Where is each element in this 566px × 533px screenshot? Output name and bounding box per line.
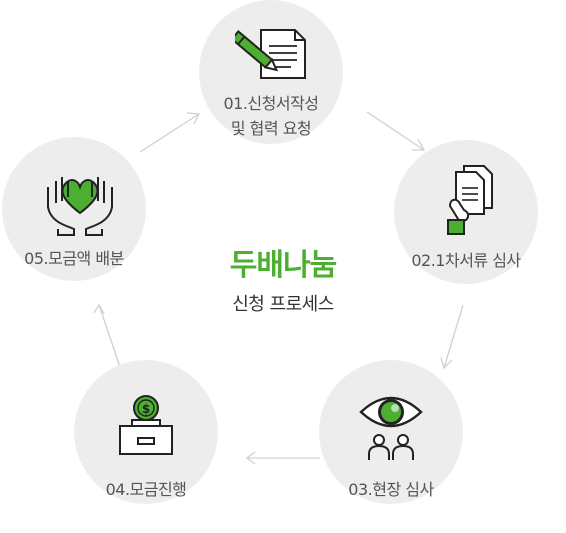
coin-donation-box-icon: $ [119, 395, 173, 455]
arrow-1-to-2 [366, 111, 425, 151]
svg-text:$: $ [142, 402, 150, 416]
arrowhead-2-to-3 [440, 356, 453, 370]
arrow-2-to-3 [443, 304, 464, 369]
arrow-5-to-1 [139, 113, 200, 153]
arrowhead-4-to-5 [93, 303, 105, 315]
step-1-label-line-2: 및 협력 요청 [230, 119, 312, 138]
step-1-label-line-1: 01.신청서작성 [223, 94, 319, 113]
arrow-4-to-5 [98, 304, 121, 368]
center-title: 두배나눔 [229, 248, 337, 283]
hand-holding-document-icon [447, 165, 493, 235]
arrowhead-1-to-2 [412, 138, 426, 151]
step-5-circle: 05.모금액 배분 [2, 137, 146, 281]
center-subtitle: 신청 프로세스 [232, 294, 334, 315]
arrowhead-5-to-1 [186, 112, 201, 125]
pencil-document-icon [235, 29, 306, 79]
eye-people-icon [359, 396, 423, 460]
step-3-circle: 03.현장 심사 [319, 360, 463, 504]
step-2-label: 02.1차서류 심사 [411, 251, 521, 270]
step-2-circle: 02.1차서류 심사 [394, 140, 538, 284]
step-3-label: 03.현장 심사 [348, 480, 434, 499]
step-4-circle: $ 04.모금진행 [74, 360, 218, 504]
step-1-circle: 01.신청서작성 및 협력 요청 [199, 0, 343, 144]
hands-heart-icon [47, 177, 113, 236]
step-5-label: 05.모금액 배분 [24, 249, 124, 268]
arrowhead-3-to-4 [245, 451, 256, 465]
step-4-label: 04.모금진행 [105, 480, 187, 499]
